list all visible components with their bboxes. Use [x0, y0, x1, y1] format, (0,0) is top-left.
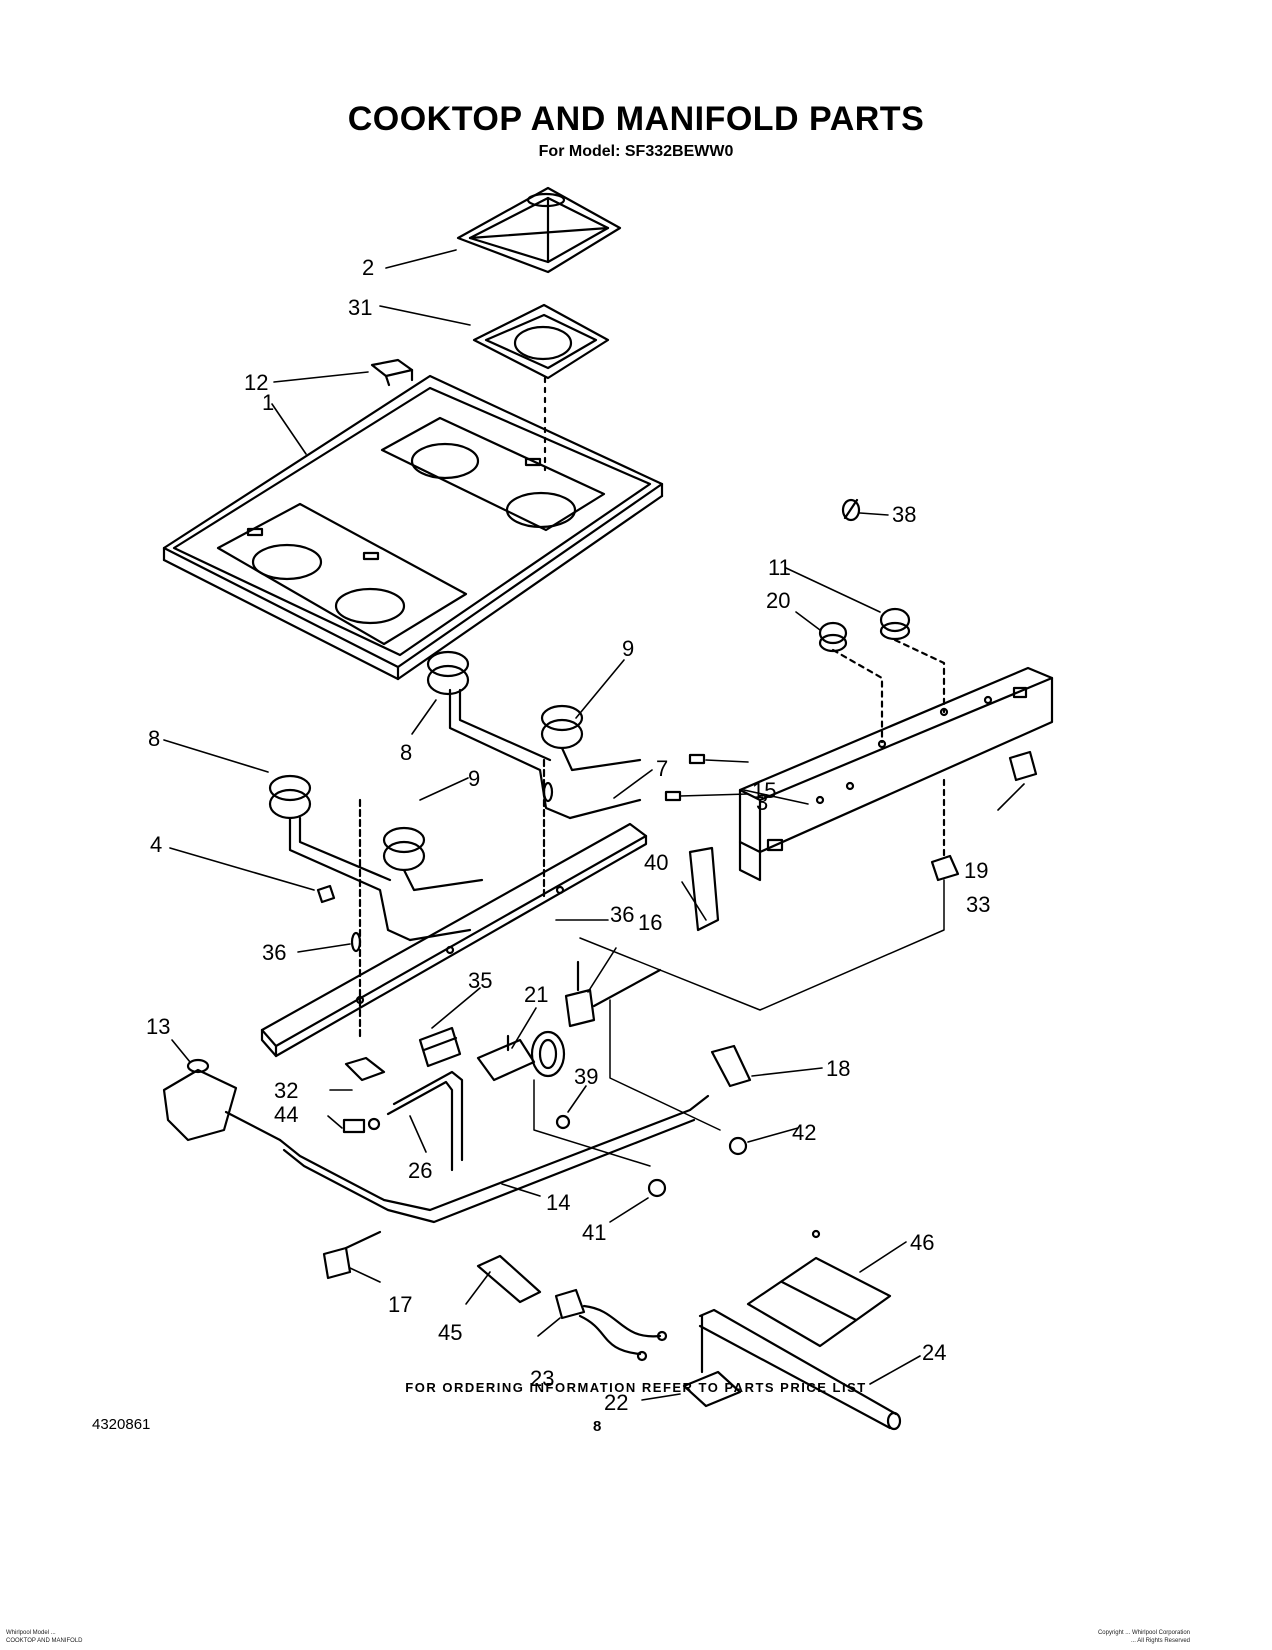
oven-burner-tube-part-24 — [698, 1308, 902, 1431]
label-part-8-front: 8 — [148, 726, 160, 751]
label-part-45: 45 — [438, 1320, 462, 1345]
label-part-26: 26 — [408, 1158, 432, 1183]
label-part-41: 41 — [582, 1220, 606, 1245]
regulator-part-21 — [476, 1030, 566, 1082]
label-part-40: 40 — [644, 850, 668, 875]
knob-part-20 — [818, 621, 848, 653]
right-footnote-2: ... All Rights Reserved — [1130, 1638, 1190, 1644]
label-part-46: 46 — [910, 1230, 934, 1255]
page-title: COOKTOP AND MANIFOLD PARTS — [347, 100, 925, 138]
label-part-31: 31 — [348, 295, 372, 320]
wiring-harness-part-23 — [554, 1288, 668, 1362]
label-part-18: 18 — [826, 1056, 850, 1081]
label-part-16: 16 — [638, 910, 662, 935]
label-part-20: 20 — [766, 588, 790, 613]
tube-part-26 — [386, 1070, 464, 1172]
manifold-pipe-part-14 — [278, 1094, 710, 1224]
electrode-part-45 — [476, 1254, 542, 1304]
right-footnote-1: Copyright ... Whirlpool Corporation — [1097, 1630, 1190, 1636]
ignitor-part-16 — [564, 960, 662, 1028]
bracket-part-18 — [710, 1044, 752, 1088]
leader-lines — [163, 249, 1025, 1401]
bracket-part-32 — [344, 1056, 386, 1082]
cooktop-part-1 — [162, 374, 664, 681]
label-part-14: 14 — [546, 1190, 570, 1215]
label-part-4: 4 — [150, 832, 162, 857]
label-part-22: 22 — [604, 1390, 628, 1415]
part-number-labels: 2 31 12 1 38 11 20 9 8 8 9 15 3 7 4 40 1… — [146, 255, 990, 1415]
page-number: 8 — [593, 1418, 602, 1435]
spring-part-36-rear — [542, 781, 554, 803]
label-part-44: 44 — [274, 1102, 298, 1127]
label-part-9-front: 9 — [468, 766, 480, 791]
switch-part-19 — [1008, 750, 1038, 782]
model-subtitle: For Model: SF332BEWW0 — [538, 143, 734, 160]
label-part-23: 23 — [530, 1366, 554, 1391]
label-part-36-rear: 36 — [610, 902, 634, 927]
label-part-1: 1 — [262, 390, 274, 415]
label-part-21: 21 — [524, 982, 548, 1007]
label-part-33: 33 — [966, 892, 990, 917]
label-part-35: 35 — [468, 968, 492, 993]
block-part-35 — [418, 1026, 462, 1068]
label-part-9-rear: 9 — [622, 636, 634, 661]
burner-assembly-front — [268, 774, 484, 942]
bracket-part-17 — [322, 1230, 382, 1280]
label-part-7: 7 — [656, 756, 668, 781]
screw-part-38 — [841, 498, 861, 522]
document-number: 4320861 — [92, 1416, 151, 1433]
manifold-panel-part-15 — [738, 666, 1054, 882]
clip-part-12 — [370, 358, 414, 387]
label-part-19: 19 — [964, 858, 988, 883]
label-part-36-front: 36 — [262, 940, 286, 965]
clip-part-33 — [930, 854, 960, 882]
gas-valve-part-13 — [162, 1058, 282, 1142]
left-footnote-2: COOKTOP AND MANIFOLD — [6, 1638, 83, 1644]
screw-part-39 — [555, 1114, 571, 1130]
label-part-12: 12 — [244, 370, 268, 395]
knob-part-11 — [879, 607, 911, 641]
label-part-32: 32 — [274, 1078, 298, 1103]
label-part-15: 15 — [752, 778, 776, 803]
burner-assembly-rear — [426, 650, 706, 820]
heat-shield-part-46 — [746, 1229, 892, 1348]
spring-part-36-front — [350, 931, 362, 953]
label-part-42: 42 — [792, 1120, 816, 1145]
nut-part-41 — [647, 1178, 667, 1198]
nut-part-4 — [316, 884, 336, 904]
left-footnote-1: Whirlpool Model ... — [6, 1630, 56, 1636]
label-part-38: 38 — [892, 502, 916, 527]
igniter-box-part-22 — [682, 1314, 742, 1408]
label-part-13: 13 — [146, 1014, 170, 1039]
burner-bowl-part-31 — [472, 303, 610, 380]
burner-grate-part-2 — [456, 186, 622, 274]
fitting-part-44 — [342, 1117, 381, 1134]
label-part-39: 39 — [574, 1064, 598, 1089]
label-part-24: 24 — [922, 1340, 946, 1365]
label-part-17: 17 — [388, 1292, 412, 1317]
nut-part-42 — [728, 1136, 748, 1156]
label-part-2: 2 — [362, 255, 374, 280]
label-part-11: 11 — [768, 555, 791, 580]
label-part-3: 3 — [756, 790, 768, 815]
label-part-8-rear: 8 — [400, 740, 412, 765]
ordering-note: FOR ORDERING INFORMATION REFER TO PARTS … — [405, 1380, 867, 1395]
